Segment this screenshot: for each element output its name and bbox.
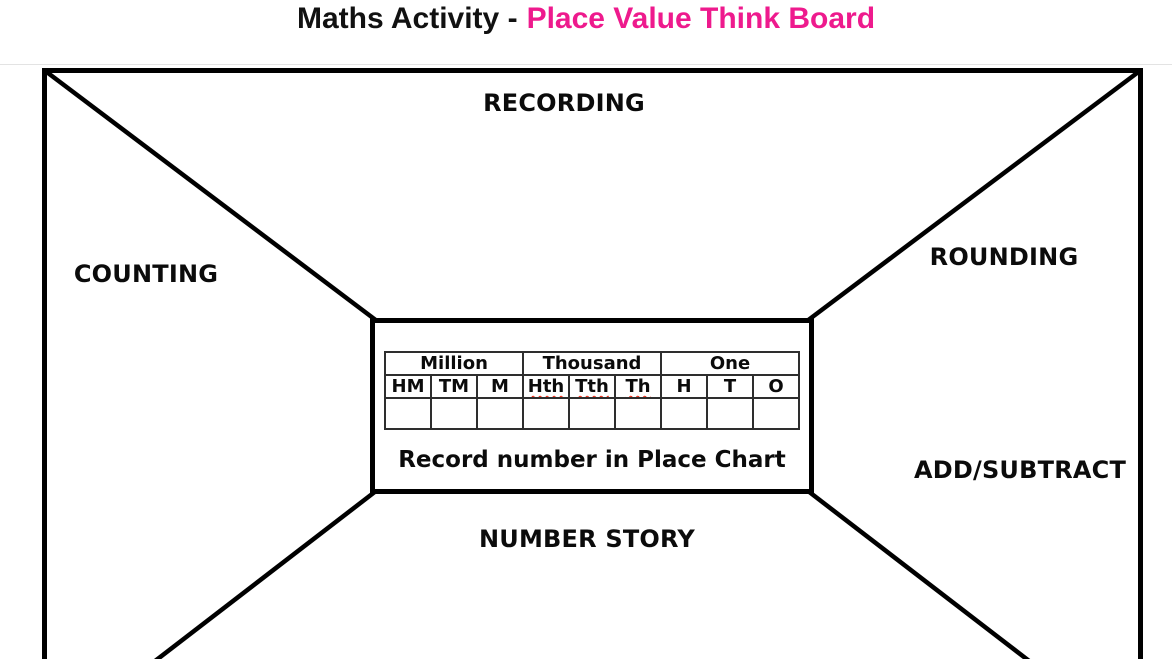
- section-label-counting: COUNTING: [73, 260, 219, 288]
- diagonal-top-right: [805, 68, 1143, 323]
- section-label-add-subtract: ADD/SUBTRACT: [913, 456, 1127, 484]
- column-header-tm: TM: [430, 374, 478, 399]
- entry-cell: [476, 397, 524, 430]
- column-header-tth-text: Tth: [575, 376, 609, 397]
- column-header-th-text: Th: [625, 376, 651, 397]
- group-header-million: Million: [384, 351, 524, 376]
- place-value-entry-row: [384, 397, 800, 430]
- diagonal-top-left: [42, 68, 379, 323]
- entry-cell: [660, 397, 708, 430]
- entry-cell: [430, 397, 478, 430]
- place-value-table: Million Thousand One HM TM M Hth Tth Th …: [384, 351, 800, 430]
- entry-cell: [384, 397, 432, 430]
- entry-cell: [614, 397, 662, 430]
- column-header-hm: HM: [384, 374, 432, 399]
- page-title: Maths Activity -Place Value Think Board: [0, 2, 1172, 36]
- page-divider-line: [0, 64, 1172, 65]
- column-header-m: M: [476, 374, 524, 399]
- group-header-one: One: [660, 351, 800, 376]
- group-header-thousand: Thousand: [522, 351, 662, 376]
- section-label-rounding: ROUNDING: [929, 243, 1079, 271]
- column-header-th: Th: [614, 374, 662, 399]
- column-header-o: O: [752, 374, 800, 399]
- column-header-h: H: [660, 374, 708, 399]
- entry-cell: [522, 397, 570, 430]
- column-header-t: T: [706, 374, 754, 399]
- entry-cell: [568, 397, 616, 430]
- diagonal-bottom-left: [153, 489, 378, 659]
- entry-cell: [752, 397, 800, 430]
- column-header-hth-text: Hth: [527, 376, 565, 397]
- place-value-group-header-row: Million Thousand One: [384, 351, 800, 376]
- entry-cell: [706, 397, 754, 430]
- section-label-number-story: NUMBER STORY: [479, 525, 695, 553]
- column-header-tth: Tth: [568, 374, 616, 399]
- place-chart-caption: Record number in Place Chart: [398, 447, 786, 473]
- board-border: [42, 68, 1143, 659]
- title-prefix: Maths Activity -: [296, 2, 518, 35]
- title-highlight: Place Value Think Board: [526, 2, 876, 35]
- column-header-hth: Hth: [522, 374, 570, 399]
- section-label-recording: RECORDING: [483, 89, 645, 117]
- diagonal-bottom-right: [806, 489, 1031, 659]
- place-chart-panel: Million Thousand One HM TM M Hth Tth Th …: [370, 318, 814, 494]
- place-value-column-header-row: HM TM M Hth Tth Th H T O: [384, 374, 800, 399]
